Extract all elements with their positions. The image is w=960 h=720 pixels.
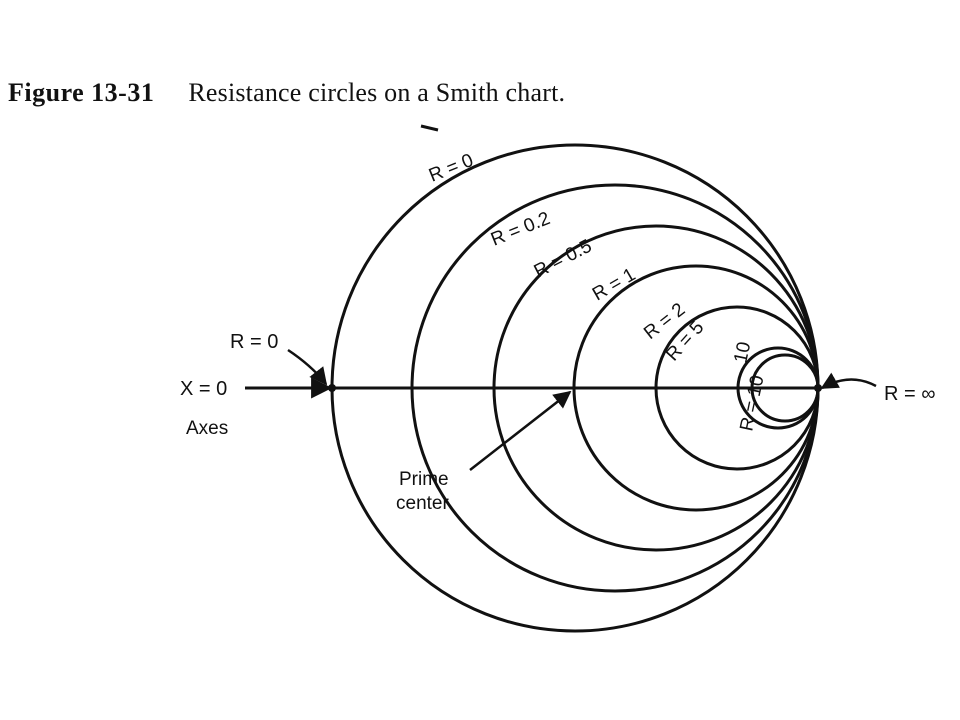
prime-center-arrow: [469, 390, 572, 471]
label-r-0: R = 0: [426, 150, 476, 187]
label-r0-left: R = 0: [230, 331, 278, 353]
label-r-10-extra: 10: [730, 340, 755, 365]
figure-label: Figure 13-31: [8, 78, 155, 107]
label-prime: Prime: [399, 469, 449, 490]
label-axes: Axes: [186, 418, 228, 439]
left-tangent-point: [328, 384, 336, 392]
label-center: center: [396, 493, 449, 514]
label-r-0.5: R = 0.5: [531, 236, 596, 283]
r0-callout-arrow: [287, 348, 328, 386]
right-tangent-point: [814, 384, 822, 392]
label-r-infinity: R = ∞: [884, 383, 936, 405]
label-r-0.2: R = 0.2: [488, 208, 553, 251]
figure-title: Resistance circles on a Smith chart.: [188, 78, 566, 107]
stray-mark: [420, 124, 439, 132]
r-inf-callout-arrow: [820, 372, 877, 390]
label-x0: X = 0: [180, 378, 227, 400]
figure-caption: Figure 13-31 Resistance circles on a Smit…: [8, 78, 565, 108]
